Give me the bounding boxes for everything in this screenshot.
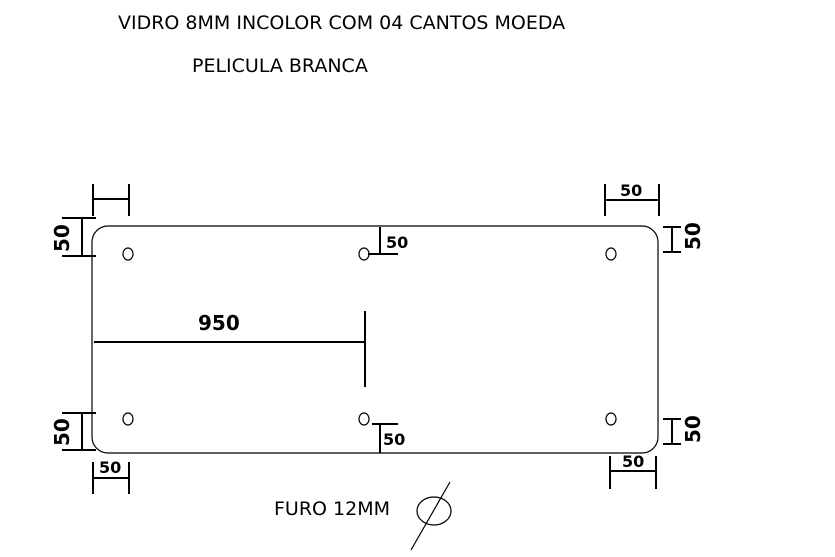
dim-br-v-label: 50 xyxy=(681,415,705,443)
dim-950-label: 950 xyxy=(198,311,240,335)
dim-bc-label: 50 xyxy=(383,430,405,449)
dim-tr-h-label: 50 xyxy=(620,181,642,200)
dim-bl-h-label: 50 xyxy=(99,458,121,477)
hole-top-left xyxy=(122,247,134,261)
hole-bottom-center xyxy=(358,412,370,426)
hole-top-right xyxy=(605,247,617,261)
glass-panel-outline xyxy=(91,225,659,454)
hole-legend-symbol-circle xyxy=(416,496,452,526)
hole-top-center xyxy=(358,247,370,261)
dim-br-h-label: 50 xyxy=(622,452,644,471)
hole-legend-symbol-slash xyxy=(410,481,451,551)
title-line-2: PELICULA BRANCA xyxy=(192,55,368,77)
dim-bl-v-label: 50 xyxy=(50,418,74,446)
hole-bottom-left xyxy=(122,412,134,426)
title-line-1: VIDRO 8MM INCOLOR COM 04 CANTOS MOEDA xyxy=(118,12,566,34)
hole-legend-label: FURO 12MM xyxy=(274,498,390,520)
hole-bottom-right xyxy=(605,412,617,426)
dim-tr-v-label: 50 xyxy=(681,222,705,250)
dim-tl-v-label: 50 xyxy=(50,224,74,252)
dim-tc-label: 50 xyxy=(386,233,408,252)
